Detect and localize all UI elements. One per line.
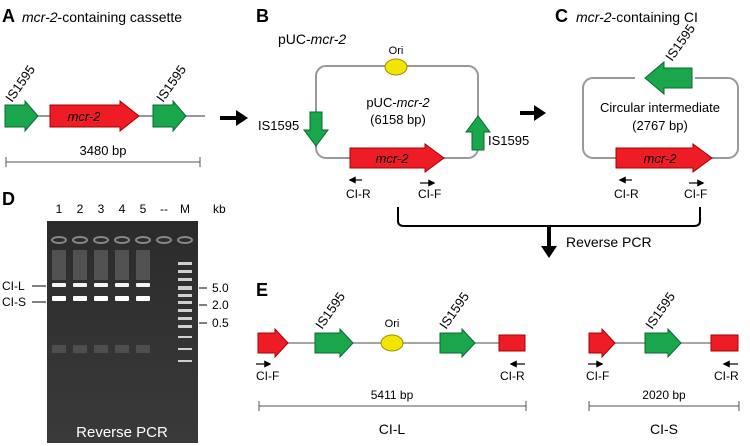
ci-s-mcr2-fragment-left: [588, 327, 616, 359]
is1595-left-label: IS1595: [2, 62, 38, 104]
lane-label-marker: M: [180, 202, 190, 216]
is1595-top-arrow-c: [644, 60, 693, 96]
ci-s-is1595-label: IS1595: [642, 289, 678, 331]
panel-b-title: pUC-mcr-2: [278, 31, 346, 47]
panel-c-title: mcr-2-containing CI: [576, 9, 698, 25]
lane-labels: 1 2 3 4 5 -- M kb: [56, 202, 226, 216]
panel-a: A mcr-2-containing cassette mcr-2 IS1595…: [2, 6, 205, 167]
ci-l-span-label: 5411 bp: [371, 388, 414, 402]
primer-f-label-c: CI-F: [684, 187, 707, 201]
low-smear: [52, 345, 150, 353]
ori-oval: [384, 58, 408, 76]
lane-label-1: 1: [56, 202, 63, 216]
ci-s-is1595-arrow: [644, 327, 682, 359]
is1595-label-c: IS1595: [662, 21, 698, 63]
panel-letter-c: C: [555, 6, 568, 26]
primer-f-label-b: CI-F: [418, 187, 441, 201]
ci-l-mcr2-fragment-left: [257, 327, 289, 359]
lane-label-5: 5: [140, 202, 147, 216]
ori-label: Ori: [389, 45, 404, 57]
ci-l-is1595-b-label: IS1595: [436, 289, 472, 331]
reverse-pcr-label: Reverse PCR: [566, 234, 652, 250]
band-label-ci-s: CI-S: [2, 295, 26, 309]
ci-s-name: CI-S: [650, 421, 678, 437]
ci-l-ori-oval: [380, 334, 404, 352]
panel-b: B pUC-mcr-2 Ori pUC-mcr-2 (6158 bp) IS15…: [256, 6, 529, 201]
lane-label-neg: --: [160, 202, 168, 216]
is1595-up-arrow: [465, 115, 491, 151]
ci-l-is1595-b-arrow: [439, 327, 476, 359]
mcr2-arrow-b: [349, 143, 445, 173]
marker-label-2: 2.0: [212, 298, 229, 312]
arrow-b-to-c: [520, 105, 546, 121]
ci-l-mcr2-fragment-right: [498, 334, 526, 352]
ci-l-bands: [52, 283, 150, 287]
ci-l-is1595-a-label: IS1595: [312, 289, 348, 331]
ci-s-primer-f-label: CI-F: [586, 369, 609, 383]
ci-s-map: IS1595 CI-F CI-R 2020 bp CI-S: [586, 289, 740, 437]
panel-d: D 1 2 3 4 5 -- M kb: [2, 189, 229, 443]
primer-r-label-b: CI-R: [346, 187, 371, 201]
ci-l-primer-r-label: CI-R: [500, 369, 525, 383]
plasmid-name: pUC-mcr-2: [366, 95, 430, 110]
gel-smear: [52, 250, 150, 280]
ci-l-is1595-a-arrow: [314, 327, 354, 359]
gel-caption: Reverse PCR: [76, 424, 168, 441]
arrow-a-to-b: [220, 110, 248, 126]
marker-label-5: 5.0: [212, 281, 229, 295]
span-label: 3480 bp: [80, 143, 127, 158]
mcr2-arrow-c: [615, 143, 713, 173]
ci-l-map: IS1595 Ori IS1595 CI-F CI-R 5411 bp CI-L: [256, 289, 527, 437]
marker-ladder: [178, 262, 192, 362]
is1595-left-label-b: IS1595: [258, 118, 299, 133]
ci-name: Circular intermediate: [600, 100, 720, 115]
is1595-right-label: IS1595: [153, 62, 189, 104]
panel-letter-e: E: [256, 280, 268, 300]
band-label-ci-l: CI-L: [2, 279, 25, 293]
mcr2-label: mcr-2: [68, 109, 102, 124]
panel-letter-b: B: [256, 6, 269, 26]
reverse-pcr-bracket: Reverse PCR: [397, 207, 701, 258]
plasmid-size: (6158 bp): [370, 112, 426, 127]
lane-label-3: 3: [98, 202, 105, 216]
panel-c: C mcr-2-containing CI IS1595 Circular in…: [555, 6, 739, 201]
lane-label-2: 2: [77, 202, 84, 216]
ci-s-span-label: 2020 bp: [642, 388, 686, 402]
panel-letter-a: A: [2, 6, 15, 26]
mcr2-label-b: mcr-2: [376, 151, 410, 166]
mcr2-label-c: mcr-2: [644, 151, 678, 166]
ci-l-name: CI-L: [379, 421, 406, 437]
is1595-left-arrow: [4, 99, 39, 133]
ci-size: (2767 bp): [632, 118, 688, 133]
primer-r-label-c: CI-R: [614, 187, 639, 201]
marker-label-05: 0.5: [212, 316, 229, 330]
panel-e: E IS1595 Ori IS1595 CI-F CI-R 5411 bp CI…: [256, 280, 740, 437]
is1595-down-arrow: [303, 111, 329, 147]
ci-s-primer-r-label: CI-R: [714, 369, 739, 383]
gel-wells: [51, 236, 193, 244]
panel-letter-d: D: [2, 189, 15, 209]
lane-label-4: 4: [119, 202, 126, 216]
ci-s-mcr2-fragment-right: [710, 334, 739, 352]
is1595-right-label-b: IS1595: [488, 133, 529, 148]
ci-s-bands: [52, 296, 150, 301]
kb-label: kb: [213, 202, 226, 216]
ci-l-primer-f-label: CI-F: [256, 369, 279, 383]
panel-a-title: mcr-2-containing cassette: [22, 9, 182, 25]
mcr2-arrow: [49, 99, 140, 133]
ci-l-ori-label: Ori: [385, 318, 400, 330]
is1595-right-arrow: [152, 99, 187, 133]
